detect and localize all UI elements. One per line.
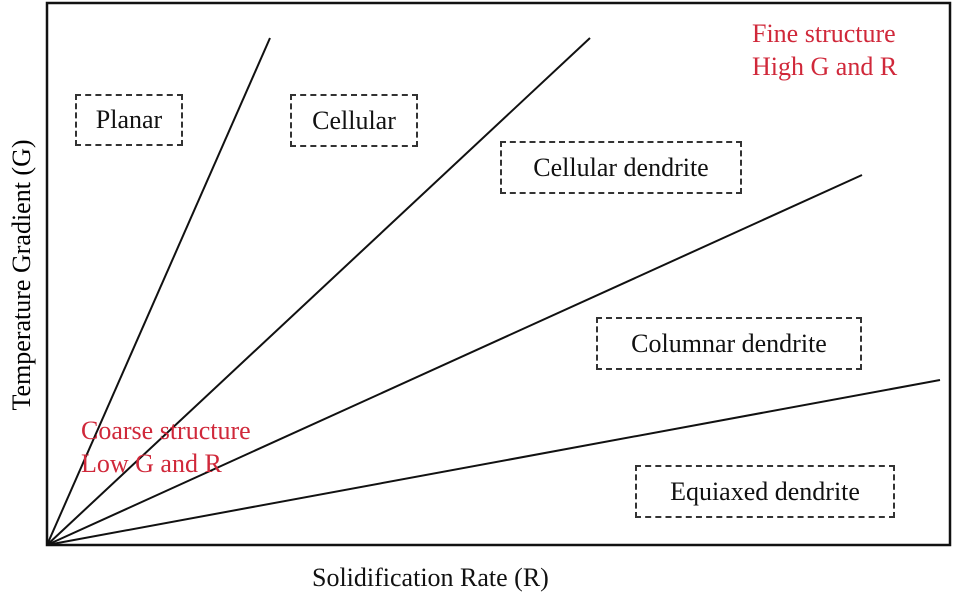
fine-structure-line1: Fine structure (752, 19, 896, 48)
fine-structure-annotation: Fine structure High G and R (752, 17, 897, 83)
x-axis-label: Solidification Rate (R) (312, 563, 549, 592)
region-cellular: Cellular (290, 94, 418, 147)
boundary-line-cellular-dendrite (46, 37, 591, 546)
coarse-structure-line1: Coarse structure (81, 416, 251, 445)
boundary-line-columnar (46, 174, 863, 546)
boundary-line-planar-cellular (46, 37, 271, 546)
region-columnar-dendrite: Columnar dendrite (596, 317, 862, 370)
boundary-line-equiaxed (46, 379, 941, 546)
region-planar: Planar (75, 94, 183, 146)
plot-frame (45, 1, 952, 547)
y-axis-label: Temperature Gradient (G) (7, 139, 36, 411)
region-equiaxed-dendrite: Equiaxed dendrite (635, 465, 895, 518)
coarse-structure-line2: Low G and R (81, 449, 222, 478)
region-cellular-dendrite: Cellular dendrite (500, 141, 742, 194)
fine-structure-line2: High G and R (752, 52, 898, 81)
coarse-structure-annotation: Coarse structure Low G and R (81, 414, 251, 480)
